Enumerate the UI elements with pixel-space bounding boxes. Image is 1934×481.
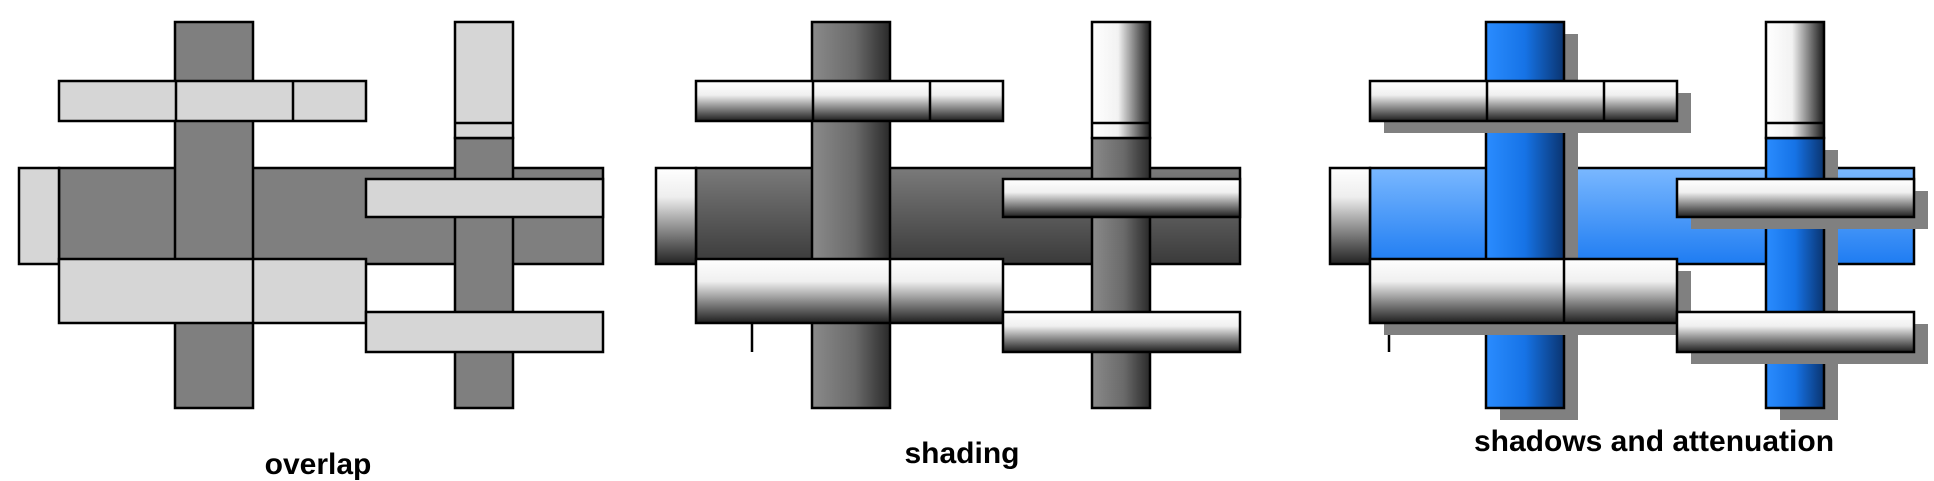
- bar-horizontal-mid-light: [1675, 177, 1916, 219]
- bar-horizontal-mid-light: [364, 177, 605, 219]
- bar-horizontal-bottom-light: [364, 310, 605, 354]
- caption-shadows-and-attenuation: shadows and attenuation: [1474, 425, 1834, 458]
- panel-shadows-and-attenuation: [1328, 20, 1928, 420]
- stub-left-light: [654, 166, 698, 266]
- bar-vertical-right-light: [453, 20, 515, 140]
- bar-horizontal-low-light: [57, 257, 368, 325]
- bar-horizontal-low-light: [694, 257, 1005, 325]
- stub-left-light: [17, 166, 61, 266]
- panel-overlap: [17, 20, 871, 410]
- bar-vertical-right-light: [1090, 20, 1152, 140]
- stub-left-light: [1328, 166, 1372, 266]
- panel-shading: [654, 20, 1508, 410]
- caption-shading: shading: [904, 437, 1019, 470]
- bar-horizontal-top-light: [1368, 79, 1679, 123]
- bar-horizontal-top-light: [694, 79, 1005, 123]
- bar-horizontal-top-light: [57, 79, 368, 123]
- bar-horizontal-mid-light: [1001, 177, 1242, 219]
- bar-vertical-right-light: [1764, 20, 1826, 140]
- bar-horizontal-low-light: [1368, 257, 1679, 325]
- bar-horizontal-bottom-light: [1001, 310, 1242, 354]
- bar-horizontal-bottom-light: [1675, 310, 1916, 354]
- caption-overlap: overlap: [265, 448, 372, 481]
